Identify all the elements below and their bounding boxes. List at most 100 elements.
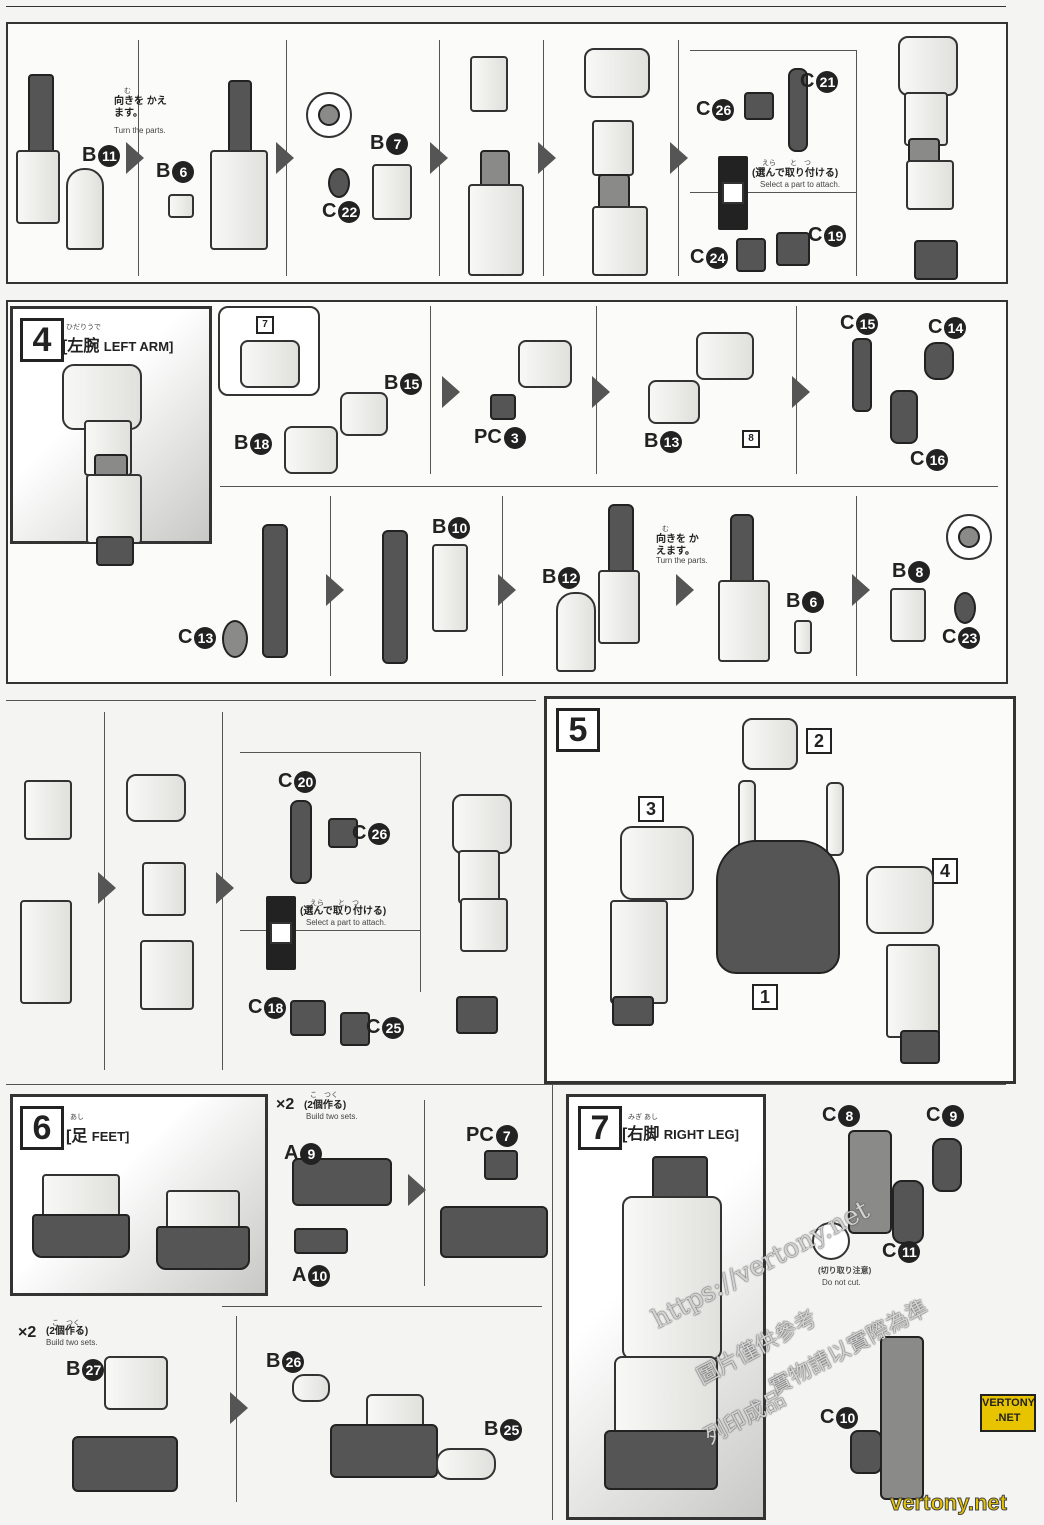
step6-title: [足 FEET] <box>66 1128 130 1145</box>
leg-preview-thigh <box>622 1196 722 1360</box>
shaft-part <box>852 338 872 412</box>
foot-plate-part <box>294 1228 348 1254</box>
row3-select-right <box>420 752 421 992</box>
antenna-right <box>826 782 844 856</box>
x2-ruby-b: こ つく <box>52 1320 80 1327</box>
arm-frame-part <box>730 514 754 592</box>
ball-joint-part <box>318 104 340 126</box>
footer-watermark: vertony.net <box>890 1490 1008 1516</box>
select-icon <box>722 182 744 204</box>
step-arrow <box>676 574 694 606</box>
shoulder-part <box>452 794 512 854</box>
turn-instruction-jp-2: 向きを かえます。 <box>656 534 699 557</box>
step-arrow <box>98 872 116 904</box>
right-arm-forearm <box>610 900 668 1004</box>
step5-ref-4: 4 <box>932 858 958 884</box>
hand-part <box>470 56 508 112</box>
leg-preview-foot <box>604 1430 718 1490</box>
select-divider <box>690 192 856 193</box>
foot-assembly-sole <box>330 1424 438 1478</box>
step4-row-divider <box>220 486 998 487</box>
x2-jp-a: (2個作る) <box>304 1100 347 1111</box>
hand-cover-part <box>556 592 596 672</box>
hand-part <box>372 164 412 220</box>
left-arm-fist <box>900 1030 940 1064</box>
vertony-logo: VERTONY .NET <box>980 1394 1036 1432</box>
step-arrow <box>230 1392 248 1424</box>
arm-part <box>592 120 634 176</box>
x2-en-b: Build two sets. <box>46 1338 98 1347</box>
x2-en-a: Build two sets. <box>306 1112 358 1121</box>
plate-part <box>794 620 812 654</box>
step4-divider-1 <box>430 306 431 474</box>
shoulder-part <box>584 48 650 98</box>
armor-piece <box>240 340 300 388</box>
cap-part <box>222 620 248 658</box>
select-ruby: えら と つ <box>762 160 811 167</box>
forearm-part <box>906 160 954 210</box>
wrist-part <box>290 800 312 884</box>
cap-part <box>328 168 350 198</box>
step5-ref-1: 1 <box>752 984 778 1010</box>
fist-part <box>914 240 958 280</box>
shoulder-inner-part <box>284 426 338 474</box>
row3-select-divider <box>240 930 420 931</box>
step7-number: 7 <box>578 1106 622 1150</box>
arm-part <box>458 850 500 904</box>
fist-part <box>776 232 810 266</box>
select-instruction-jp-2: (選んで取り付ける) <box>300 906 387 917</box>
hand-piece-part <box>328 818 358 848</box>
step4-title: [左腕 LEFT ARM] <box>62 338 174 355</box>
step5-number: 5 <box>556 708 600 752</box>
step-arrow <box>792 376 810 408</box>
ball-joint-part <box>958 526 980 548</box>
step6-number: 6 <box>20 1106 64 1150</box>
arm-part <box>142 862 186 916</box>
row3-top-border <box>6 700 536 701</box>
step4-number: 4 <box>20 318 64 362</box>
x2-jp-b: (2個作る) <box>46 1326 89 1337</box>
select-instruction-jp: (選んで取り付ける) <box>752 168 839 179</box>
top-border-line <box>6 6 1006 7</box>
step-arrow <box>430 142 448 174</box>
upper-arm-part <box>210 150 268 250</box>
hand-part <box>24 780 72 840</box>
step-arrow <box>442 376 460 408</box>
shoulder-assembly-part <box>518 340 572 388</box>
arm-assembly-part <box>718 580 770 662</box>
forearm-part <box>460 898 508 952</box>
select-ruby-2: えら と つ <box>310 900 359 907</box>
arm-shaft-part <box>228 80 252 154</box>
fist-part <box>736 238 766 272</box>
step-arrow <box>670 142 688 174</box>
step-arrow <box>498 574 516 606</box>
step-arrow <box>216 872 234 904</box>
hand-part <box>890 588 926 642</box>
left-arm-preview-forearm <box>86 474 142 544</box>
left-arm-assembly <box>866 866 934 934</box>
shoulder-armor-part <box>340 392 388 436</box>
leg-knee-part <box>892 1180 924 1244</box>
step7-left-border <box>552 1084 553 1520</box>
select-icon <box>270 922 292 944</box>
step6-row-divider <box>222 1306 542 1307</box>
heel-part <box>292 1374 330 1402</box>
leg-frame-assembly <box>880 1336 924 1500</box>
hand-piece-part <box>744 92 774 120</box>
step-arrow <box>592 376 610 408</box>
left-arm-forearm <box>886 944 940 1038</box>
